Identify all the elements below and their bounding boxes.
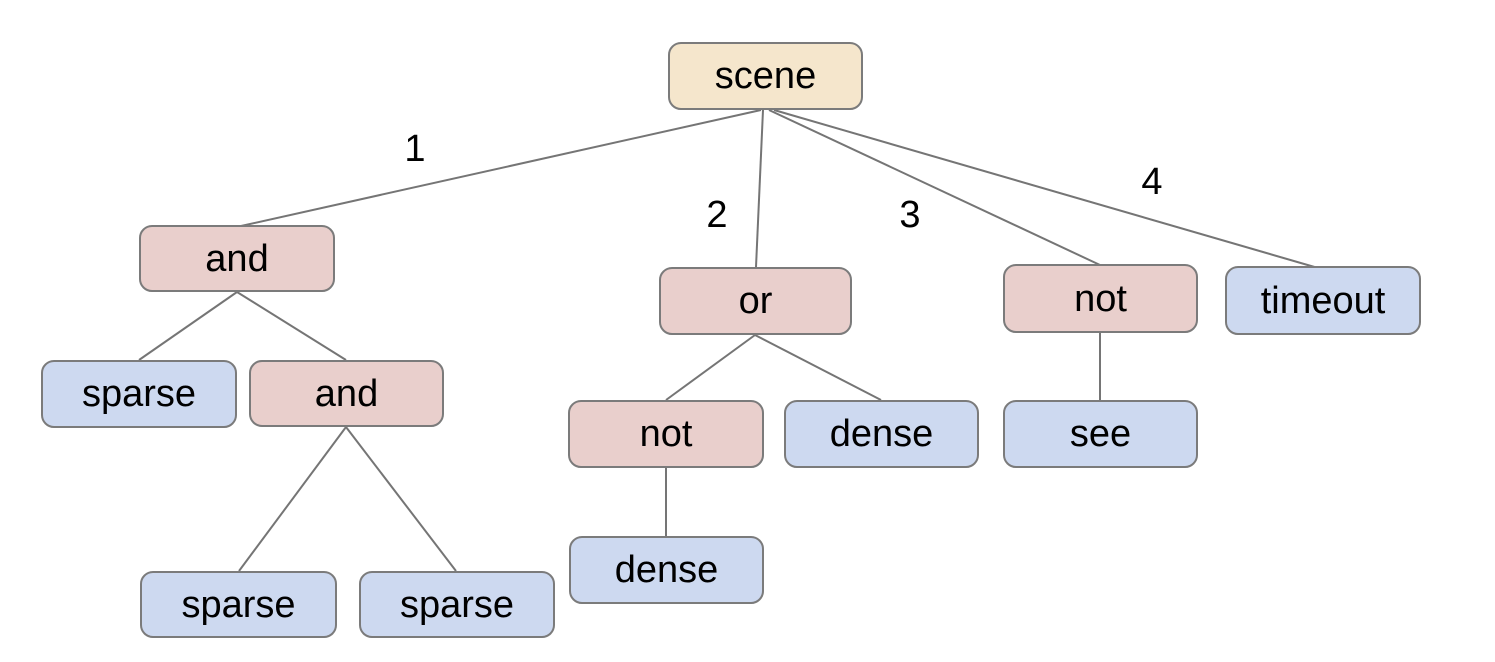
node-scene[interactable]: scene bbox=[668, 42, 863, 110]
node-see[interactable]: see bbox=[1003, 400, 1198, 468]
node-and-2[interactable]: and bbox=[249, 360, 444, 427]
node-not-1[interactable]: not bbox=[568, 400, 764, 468]
node-sparse-1[interactable]: sparse bbox=[41, 360, 237, 428]
node-dense-2[interactable]: dense bbox=[569, 536, 764, 604]
node-not-2[interactable]: not bbox=[1003, 264, 1198, 333]
edge-and-sparse bbox=[138, 291, 238, 361]
node-sparse-3[interactable]: sparse bbox=[359, 571, 555, 638]
edge-or-not bbox=[665, 334, 756, 401]
edge-label-4: 4 bbox=[1141, 161, 1163, 203]
edge-scene-timeout bbox=[773, 109, 1319, 269]
node-sparse-2[interactable]: sparse bbox=[140, 571, 337, 638]
edge-label-2: 2 bbox=[706, 194, 728, 236]
edge-scene-not bbox=[768, 109, 1101, 266]
edge-label-1: 1 bbox=[404, 128, 426, 170]
node-or[interactable]: or bbox=[659, 267, 852, 335]
edge-and-and bbox=[236, 291, 347, 361]
edge-scene-or bbox=[755, 109, 764, 268]
node-and-1[interactable]: and bbox=[139, 225, 335, 292]
edge-or-dense bbox=[754, 334, 882, 401]
edge-label-3: 3 bbox=[899, 194, 921, 236]
edge-and2-sparse bbox=[238, 426, 347, 572]
edge-and2-sparse2 bbox=[345, 426, 457, 572]
node-timeout[interactable]: timeout bbox=[1225, 266, 1421, 335]
edge-scene-and bbox=[240, 109, 762, 227]
node-dense-1[interactable]: dense bbox=[784, 400, 979, 468]
